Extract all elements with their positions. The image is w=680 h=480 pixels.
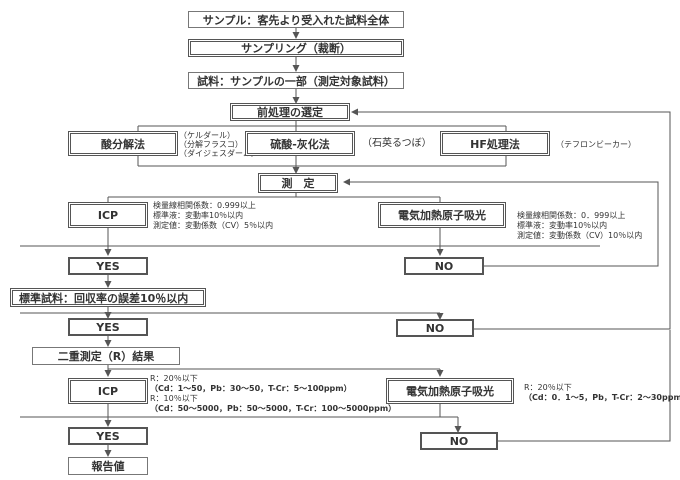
icp2-criteria: R：20％以下 （Cd：1～50，Pb：30～50，T-Cr：5～100ppm）…: [150, 374, 396, 414]
acid-note-3: （ダイジェスダール）: [179, 149, 259, 158]
method-hf-treatment: HF処理法: [440, 131, 550, 156]
decision-no-2: NO: [396, 319, 474, 337]
icp-criteria: 検量線相関係数：0.999以上 標準液：変動率10％以内 測定値：変動係数（CV…: [153, 201, 273, 231]
decision-no-1: NO: [404, 257, 484, 275]
aas2-crit: R：20％以下: [524, 383, 572, 392]
step-measure: 測 定: [258, 173, 338, 193]
step-duplicate-result: 二重測定（R）結果: [32, 347, 180, 365]
method-sulfuric-ashing: 硫酸-灰化法: [245, 131, 355, 156]
instrument-aas-2: 電気加熱原子吸光: [386, 378, 514, 404]
icp2-crit-b-detail: （Cd：50～5000，Pb：50～5000，T-Cr：100～5000ppm）: [150, 404, 397, 413]
aas-criteria-2: 標準液：変動率10％以内: [517, 221, 608, 230]
step-report-value: 報告値: [68, 457, 148, 475]
decision-yes-3: YES: [68, 427, 148, 445]
instrument-icp: ICP: [68, 202, 148, 228]
decision-yes-1: YES: [68, 257, 148, 275]
step-sample-whole: サンプル：客先より受入れた試料全体: [188, 11, 404, 28]
aas-criteria-1: 検量線相関係数：0．999以上: [517, 211, 626, 220]
aas-criteria: 検量線相関係数：0．999以上 標準液：変動率10％以内 測定値：変動係数（CV…: [517, 211, 642, 241]
icp2-crit-a-detail: （Cd：1～50，Pb：30～50，T-Cr：5～100ppm）: [150, 384, 352, 393]
icp2-crit-a: R：20％以下: [150, 374, 198, 383]
aas2-criteria: R：20％以下 （Cd：0．1～5，Pb，T-Cr：2～30ppm）: [524, 383, 680, 403]
icp-criteria-3: 測定値：変動係数（CV）5％以内: [153, 221, 274, 230]
decision-no-3: NO: [420, 432, 498, 450]
aas2-crit-detail: （Cd：0．1～5，Pb，T-Cr：2～30ppm）: [524, 393, 680, 402]
hf-note: （テフロンビーカー）: [556, 140, 636, 149]
acid-note-2: （分解フラスコ）: [179, 140, 243, 149]
instrument-icp-2: ICP: [68, 378, 148, 404]
instrument-aas: 電気加熱原子吸光: [378, 202, 506, 228]
step-sampling: サンプリング（裁断）: [188, 39, 404, 57]
loop-no1-to-measure: [343, 178, 659, 267]
loop-no3-to-measure: [498, 330, 671, 442]
step-standard-sample: 標準試料：回収率の誤差10％以内: [10, 288, 206, 307]
step-test-sample: 試料：サンプルの一部（測定対象試料）: [188, 72, 404, 89]
aas-criteria-3: 測定値：変動係数（CV）10％以内: [517, 231, 643, 240]
decision-yes-2: YES: [68, 318, 148, 336]
icp2-crit-b: R：10％以下: [150, 394, 198, 403]
icp-criteria-1: 検量線相関係数：0.999以上: [153, 201, 256, 210]
method-acid-digestion: 酸分解法: [68, 131, 178, 156]
icp-criteria-2: 標準液：変動率10％以内: [153, 211, 244, 220]
loop-no2-to-pretreat: [351, 108, 671, 330]
acid-note-1: （ケルダール）: [179, 131, 235, 140]
ash-note: （石英るつぼ）: [362, 138, 432, 149]
acid-notes: （ケルダール） （分解フラスコ） （ダイジェスダール）: [179, 131, 259, 158]
step-pretreatment-select: 前処理の選定: [230, 103, 350, 121]
